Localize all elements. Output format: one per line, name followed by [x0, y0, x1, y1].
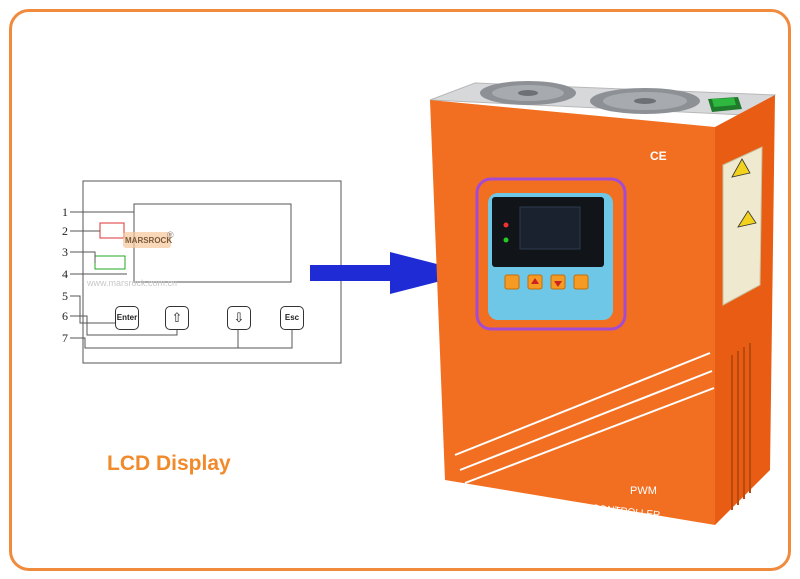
pwm-label: PWM	[630, 485, 657, 497]
arrow-right-icon	[310, 252, 472, 294]
watermark-logo	[123, 232, 171, 248]
solar-controller-device: CE PWM SOLAR POWER CONTROLLER	[429, 81, 777, 525]
image-frame	[9, 9, 791, 571]
ce-mark: CE	[650, 149, 667, 163]
esc-button	[573, 274, 589, 290]
diagram-label-3: 3	[62, 245, 68, 259]
diagram-down-button: ⇩	[227, 306, 251, 330]
esc-label: Esc	[284, 313, 300, 322]
led-red	[503, 222, 509, 228]
diagram-lines	[70, 180, 342, 364]
wiring-diagram: 1 2 3 4 5 6 7 Enter ⇧ ⇩ Esc MARSROCK ® w…	[55, 178, 365, 368]
diagram-label-2: 2	[62, 224, 68, 238]
diagram-label-5: 5	[62, 289, 68, 303]
down-arrow-icon: ⇩	[233, 310, 245, 325]
diagram-esc-button: Esc	[280, 306, 304, 330]
side-vents	[731, 343, 751, 510]
panel-highlight	[475, 177, 627, 331]
watermark-url: www.marsrock.com.cn	[87, 278, 178, 288]
diagram-label-6: 6	[62, 309, 68, 323]
watermark-brand: MARSROCK	[125, 236, 173, 245]
warning-triangle-icon	[731, 158, 757, 228]
decorative-stripes	[454, 352, 715, 484]
fan-icon	[590, 88, 700, 114]
diagram-enter-button: Enter	[115, 306, 139, 330]
power-switch-icon	[708, 97, 742, 112]
led-green	[503, 237, 509, 243]
watermark-reg: ®	[167, 230, 174, 240]
diagram-up-button: ⇧	[165, 306, 189, 330]
diagram-label-4: 4	[62, 267, 68, 281]
diagram-label-7: 7	[62, 331, 68, 345]
enter-button	[504, 274, 520, 290]
up-arrow-icon: ⇧	[171, 310, 183, 325]
lcd-window	[519, 206, 581, 250]
lcd-display-caption: LCD Display	[107, 452, 231, 475]
fan-icon	[480, 81, 576, 105]
diagram-label-1: 1	[62, 205, 68, 219]
enter-label: Enter	[116, 313, 138, 322]
